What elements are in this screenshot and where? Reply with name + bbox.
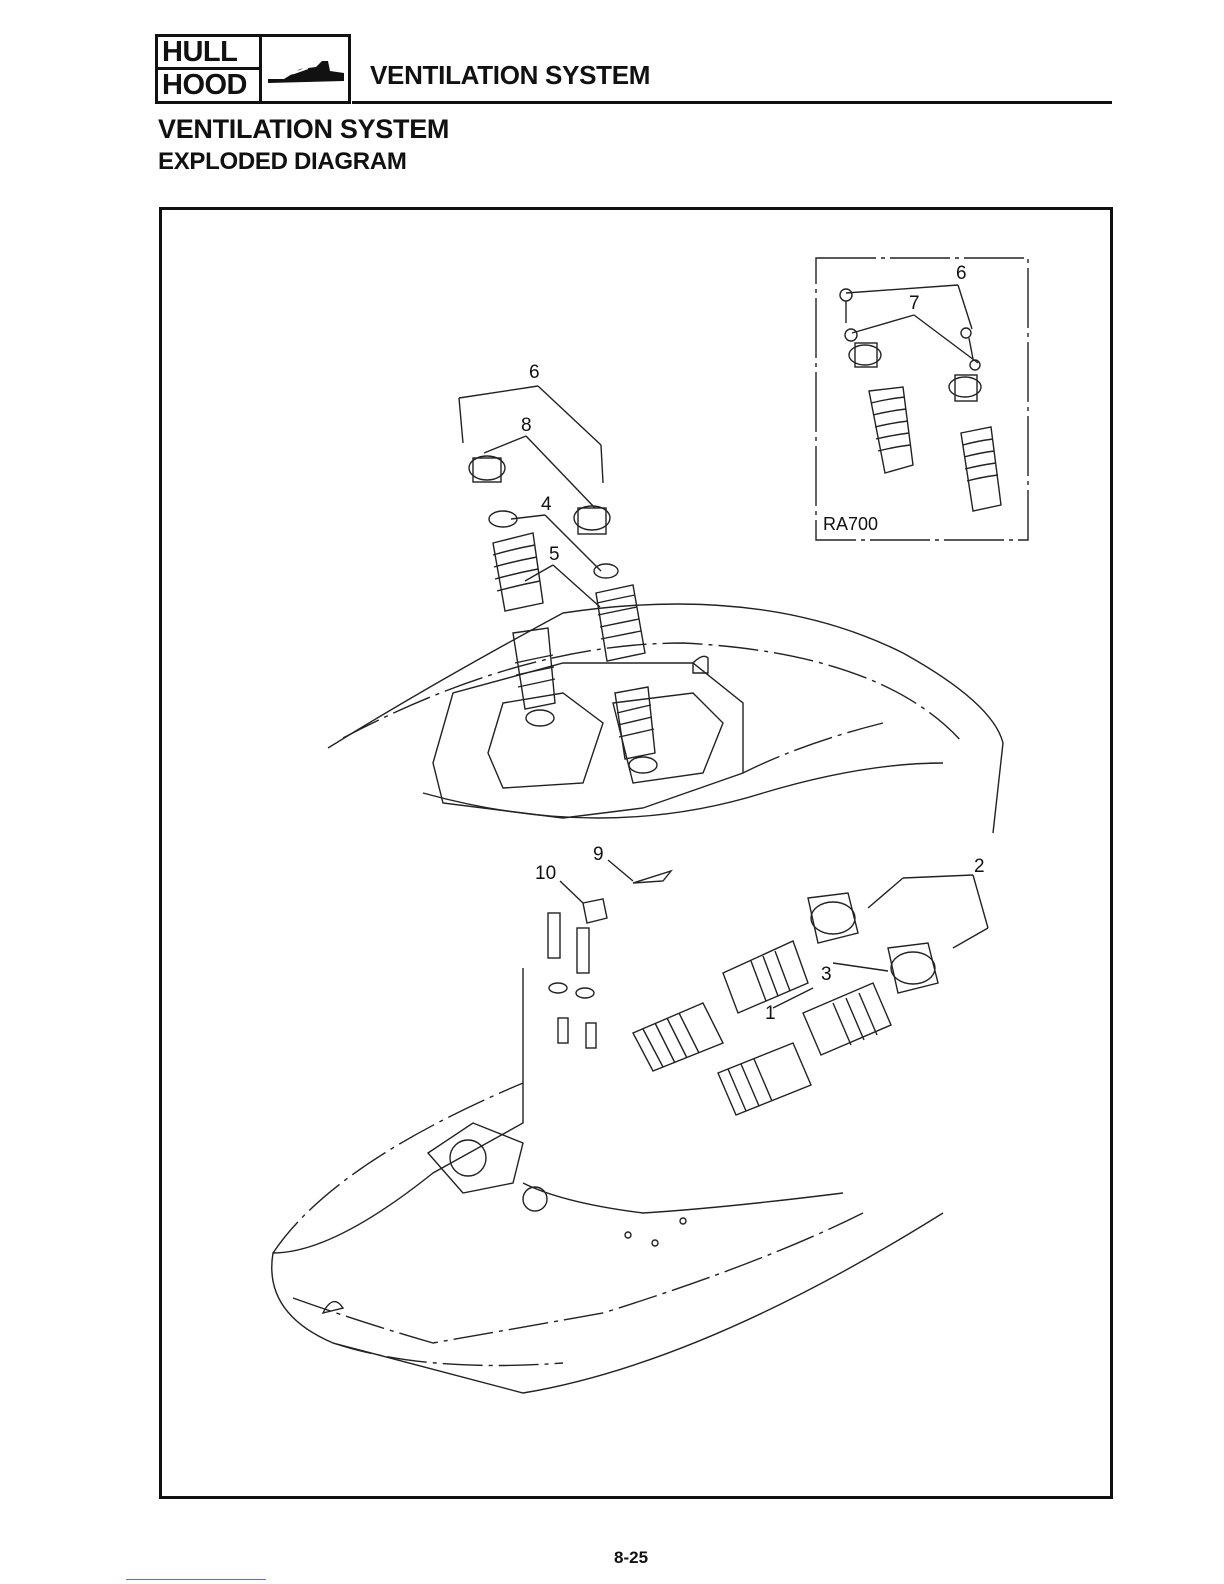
badge-text-block: HULL HOOD [158, 37, 262, 101]
upper-hose-right [596, 585, 657, 773]
section-badge: HULL HOOD [155, 34, 351, 104]
inset-callout-7: 7 [909, 293, 920, 314]
inset-hose-left [869, 387, 913, 473]
callout-5: 5 [549, 544, 560, 565]
footer-link-underline [126, 1579, 266, 1580]
page-title: VENTILATION SYSTEM [158, 114, 449, 145]
inset-callout-6: 6 [956, 263, 967, 284]
callout-6: 6 [529, 362, 540, 383]
callout-9: 9 [593, 844, 604, 865]
watercraft-icon [264, 51, 348, 91]
callout-1: 1 [765, 1003, 776, 1024]
inset-hose-right [961, 427, 1001, 511]
page-number: 8-25 [614, 1548, 648, 1568]
lower-hose-d [803, 983, 891, 1055]
callout-8: 8 [521, 415, 532, 436]
callout-2: 2 [974, 856, 985, 877]
upper-hose-left [493, 533, 555, 726]
header-rule [352, 101, 1112, 104]
badge-line-hood: HOOD [158, 70, 259, 100]
callout-3: 3 [821, 964, 832, 985]
callout-4: 4 [541, 494, 552, 515]
inset-model-label: RA700 [823, 514, 878, 534]
page-subtitle: EXPLODED DIAGRAM [158, 148, 407, 176]
section-heading: VENTILATION SYSTEM [370, 60, 650, 91]
lower-hose-a [633, 1003, 723, 1071]
lower-hose-c [718, 1043, 811, 1115]
exploded-diagram-drawing: 6 7 RA700 6 8 4 5 9 10 2 3 1 [162, 210, 1110, 1496]
exploded-diagram: 6 7 RA700 6 8 4 5 9 10 2 3 1 [159, 207, 1113, 1499]
callout-10: 10 [535, 863, 556, 884]
badge-line-hull: HULL [158, 37, 259, 70]
